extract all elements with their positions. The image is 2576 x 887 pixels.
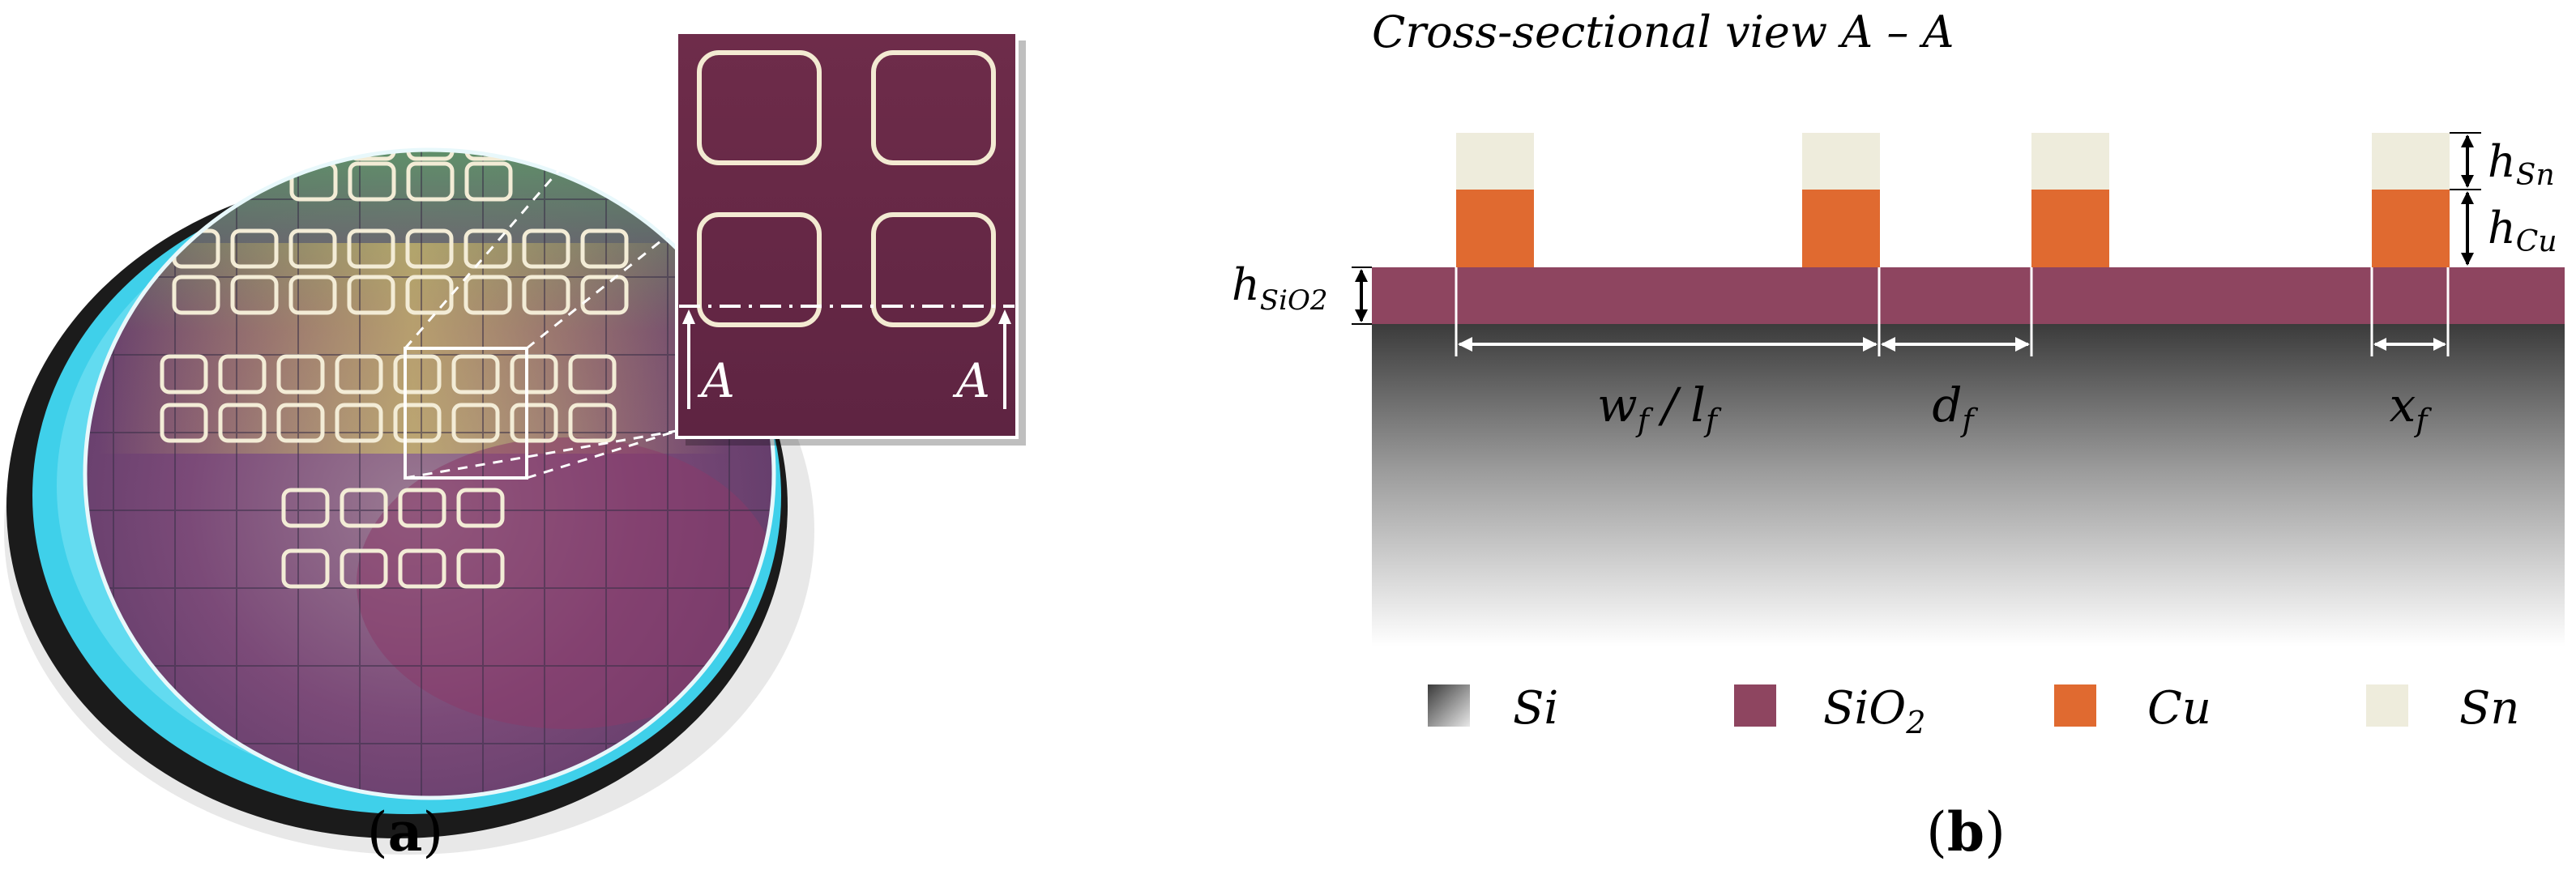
wafer-chip xyxy=(288,228,337,269)
wafer-chip xyxy=(456,488,505,528)
sn-cap xyxy=(1456,133,1534,190)
inset-chip xyxy=(697,50,822,165)
panel-b-label: (b) xyxy=(1926,800,2006,864)
si-substrate xyxy=(1372,322,2565,646)
sio2-layer xyxy=(1372,267,2565,324)
wafer-chip xyxy=(348,150,396,161)
wafer-chip xyxy=(464,150,513,161)
cu-pillar xyxy=(2372,190,2450,267)
inset-chip xyxy=(697,212,822,327)
legend-label-sio2: SiO2 xyxy=(1823,682,1925,740)
wafer-chip xyxy=(405,275,454,315)
wafer-chip xyxy=(347,275,395,315)
wafer-chip xyxy=(393,403,442,443)
wafer-chip xyxy=(335,354,383,394)
wafer-chip xyxy=(160,403,208,443)
legend-label-si: Si xyxy=(1513,682,1558,735)
wafer-chip xyxy=(580,228,629,269)
cu-pillar xyxy=(1802,190,1880,267)
legend-label-sn: Sn xyxy=(2459,682,2519,735)
cross-section-title: Cross-sectional view A – A xyxy=(1372,6,1954,58)
wafer-chip xyxy=(522,228,570,269)
cu-pillar xyxy=(1456,190,1534,267)
wafer-chip xyxy=(218,354,267,394)
wafer-chip xyxy=(288,275,337,315)
wafer-chip xyxy=(510,354,558,394)
wafer-chip xyxy=(464,228,512,269)
wafer-chip xyxy=(406,150,455,161)
legend-swatch-sio2 xyxy=(1734,684,1776,727)
zoom-selection-box xyxy=(404,347,528,480)
wafer-chip xyxy=(281,488,330,528)
cu-pillar xyxy=(2031,190,2109,267)
wafer-chip xyxy=(289,150,338,161)
cross-section-diagram xyxy=(1372,133,2565,646)
wafer-chip xyxy=(218,403,267,443)
wafer-chip xyxy=(340,548,388,589)
section-marker-left: A xyxy=(697,353,735,408)
inset-chip xyxy=(871,212,996,327)
wafer-chip xyxy=(347,228,395,269)
wafer-chip xyxy=(464,275,512,315)
wafer-chip xyxy=(568,354,617,394)
wafer-chip xyxy=(398,488,446,528)
dim-h-sn: hSn xyxy=(2450,132,2555,192)
svg-text:hSiO2: hSiO2 xyxy=(1232,259,1327,317)
wafer-chip xyxy=(335,403,383,443)
wafer-chip xyxy=(172,275,220,315)
section-marker-right: A xyxy=(952,353,990,408)
legend-swatch-sn xyxy=(2366,684,2408,727)
dim-h-sio2: hSiO2 xyxy=(1232,259,1372,325)
wafer-chip xyxy=(398,548,446,589)
legend-swatch-cu xyxy=(2054,684,2096,727)
svg-text:hSn: hSn xyxy=(2488,136,2555,192)
wafer-chip xyxy=(393,354,442,394)
wafer-chip xyxy=(348,161,396,202)
wafer-chip xyxy=(281,548,330,589)
wafer-chip xyxy=(510,403,558,443)
wafer-chip xyxy=(160,354,208,394)
wafer-chip xyxy=(276,354,325,394)
dim-h-cu: hCu xyxy=(2450,189,2557,266)
wafer-chip xyxy=(230,228,279,269)
inset-background xyxy=(675,31,1019,439)
legend-label-cu: Cu xyxy=(2147,682,2211,735)
wafer-chip xyxy=(451,354,500,394)
wafer-photo xyxy=(4,33,814,855)
wafer-chip xyxy=(230,275,279,315)
wafer-chip xyxy=(405,228,454,269)
svg-text:hCu: hCu xyxy=(2488,203,2557,258)
wafer-chip xyxy=(568,403,617,443)
wafer-chip xyxy=(456,548,505,589)
legend-swatch-si xyxy=(1428,684,1470,727)
wafer-chip xyxy=(406,161,455,202)
wafer-chip xyxy=(580,275,629,315)
sn-cap xyxy=(2031,133,2109,190)
wafer-chip xyxy=(451,403,500,443)
inset-chip xyxy=(871,50,996,165)
sn-cap xyxy=(1802,133,1880,190)
sn-cap xyxy=(2372,133,2450,190)
wafer-chip xyxy=(464,161,513,202)
wafer-chip xyxy=(522,275,570,315)
wafer-chip xyxy=(276,403,325,443)
zoom-inset: A A xyxy=(675,31,1026,446)
wafer-chip xyxy=(340,488,388,528)
legend: Si SiO2 Cu Sn xyxy=(1428,682,2519,740)
panel-a-label: (a) xyxy=(367,800,443,864)
